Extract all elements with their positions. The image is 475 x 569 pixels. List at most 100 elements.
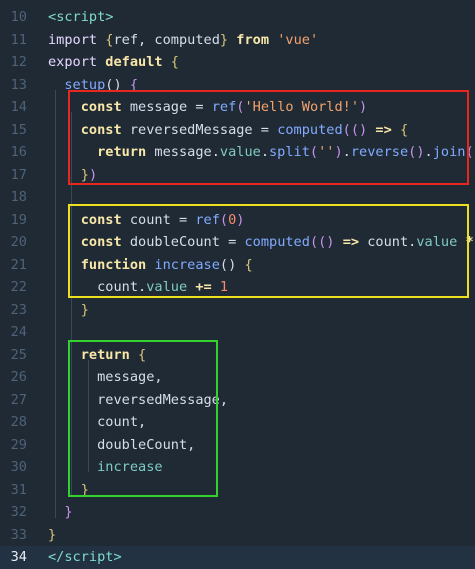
code-token: } bbox=[80, 166, 89, 183]
code-token: return bbox=[97, 144, 155, 160]
code-token bbox=[48, 122, 81, 138]
code-token: const bbox=[80, 99, 130, 115]
code-line[interactable]: 24 bbox=[0, 321, 475, 344]
code-token: } bbox=[80, 481, 89, 498]
code-token bbox=[48, 482, 81, 498]
code-token: = bbox=[187, 99, 212, 115]
code-token: value bbox=[219, 144, 261, 160]
code-token: '' bbox=[474, 144, 475, 160]
code-token: script bbox=[64, 549, 114, 565]
code-line[interactable]: 15 const reversedMessage = computed(() =… bbox=[0, 119, 475, 142]
code-token: { bbox=[138, 346, 147, 363]
code-token: from bbox=[228, 31, 278, 48]
line-code: </script> bbox=[48, 546, 122, 569]
code-token: ref bbox=[195, 211, 220, 228]
line-number: 25 bbox=[10, 346, 27, 363]
code-line[interactable]: 10<script> bbox=[0, 6, 475, 29]
line-code: function increase() { bbox=[48, 254, 253, 277]
line-number: 31 bbox=[10, 481, 27, 498]
code-token: reversedMessage, bbox=[97, 391, 229, 408]
code-line[interactable]: 30 increase bbox=[0, 456, 475, 479]
code-token: < bbox=[48, 9, 57, 25]
code-token bbox=[48, 302, 81, 318]
code-line[interactable]: 34</script> bbox=[0, 546, 475, 569]
line-number: 12 bbox=[10, 54, 27, 70]
line-code: }) bbox=[48, 164, 97, 187]
code-token: const bbox=[80, 234, 130, 250]
code-token: const bbox=[80, 121, 130, 138]
line-code: return { bbox=[48, 344, 146, 367]
code-line[interactable]: 31 } bbox=[0, 479, 475, 502]
code-token: () bbox=[350, 121, 376, 138]
code-token: default bbox=[105, 54, 171, 70]
code-line[interactable]: 18 bbox=[0, 186, 475, 209]
code-line[interactable]: 32 } bbox=[0, 501, 475, 524]
code-line[interactable]: 22 count.value += 1 bbox=[0, 276, 475, 299]
code-line[interactable]: 23 } bbox=[0, 299, 475, 322]
code-token: count bbox=[367, 234, 409, 250]
code-token: { bbox=[244, 256, 253, 273]
code-line[interactable]: 17 }) bbox=[0, 164, 475, 187]
line-code: export default { bbox=[48, 51, 179, 74]
line-code: } bbox=[48, 299, 89, 322]
line-number: 23 bbox=[10, 301, 27, 318]
line-code: return message.value.split('').reverse()… bbox=[48, 141, 475, 164]
code-token: => bbox=[342, 234, 368, 250]
code-line[interactable]: 26 message, bbox=[0, 366, 475, 389]
code-line[interactable]: 12 export default { bbox=[0, 51, 475, 74]
line-number: 33 bbox=[10, 526, 27, 543]
line-code: } bbox=[48, 479, 89, 502]
code-token: ( bbox=[465, 144, 474, 160]
code-token: reverse bbox=[350, 144, 409, 160]
code-token: increase bbox=[154, 256, 220, 273]
code-token: ( bbox=[309, 234, 319, 250]
code-line[interactable]: 29 doubleCount, bbox=[0, 434, 475, 457]
code-token: message bbox=[154, 144, 212, 160]
line-number: 13 bbox=[10, 76, 27, 93]
code-line[interactable]: 20 const doubleCount = computed(() => co… bbox=[0, 231, 475, 254]
line-number: 24 bbox=[10, 324, 27, 340]
code-token: } bbox=[80, 301, 89, 318]
code-line[interactable]: 27 reversedMessage, bbox=[0, 389, 475, 412]
line-code: } bbox=[48, 501, 72, 524]
code-token: . bbox=[211, 144, 220, 160]
code-token: count bbox=[97, 279, 139, 295]
code-line[interactable]: 25 return { bbox=[0, 344, 475, 367]
code-line[interactable]: 33} bbox=[0, 524, 475, 547]
code-token: 0 bbox=[228, 211, 237, 228]
code-line[interactable]: 11 import {ref, computed} from 'vue' bbox=[0, 29, 475, 52]
line-code: const doubleCount = computed(() => count… bbox=[48, 231, 475, 254]
code-token: 'Hello World!' bbox=[244, 99, 360, 115]
line-code: const count = ref(0) bbox=[48, 209, 245, 232]
line-number: 11 bbox=[10, 31, 27, 48]
line-code: count.value += 1 bbox=[48, 276, 228, 299]
code-token bbox=[48, 212, 81, 228]
code-token: script bbox=[56, 9, 106, 25]
code-line[interactable]: 13 setup() { bbox=[0, 74, 475, 97]
line-number: 27 bbox=[10, 391, 27, 408]
code-token: '' bbox=[318, 144, 335, 160]
line-number: 21 bbox=[10, 256, 27, 273]
line-number: 18 bbox=[10, 189, 27, 205]
code-token: computed bbox=[244, 234, 310, 250]
line-number: 19 bbox=[10, 211, 27, 228]
code-line[interactable]: 28 count, bbox=[0, 411, 475, 434]
code-token: ) bbox=[359, 99, 368, 115]
code-token: ) bbox=[334, 144, 343, 160]
code-token: = bbox=[219, 234, 245, 250]
code-token: return bbox=[80, 346, 139, 363]
code-line[interactable]: 16 return message.value.split('').revers… bbox=[0, 141, 475, 164]
code-token: . bbox=[424, 144, 433, 160]
line-code: const reversedMessage = computed(() => { bbox=[48, 119, 408, 142]
code-line[interactable]: 19 const count = ref(0) bbox=[0, 209, 475, 232]
code-line[interactable]: 14 const message = ref('Hello World!') bbox=[0, 96, 475, 119]
code-token bbox=[48, 99, 81, 115]
line-code: reversedMessage, bbox=[48, 389, 228, 412]
line-code: const message = ref('Hello World!') bbox=[48, 96, 367, 119]
line-code: import {ref, computed} from 'vue' bbox=[48, 29, 318, 52]
indent-guide-body bbox=[71, 112, 72, 495]
code-token: { bbox=[399, 121, 409, 138]
code-line[interactable]: 21 function increase() { bbox=[0, 254, 475, 277]
code-token bbox=[48, 504, 64, 520]
